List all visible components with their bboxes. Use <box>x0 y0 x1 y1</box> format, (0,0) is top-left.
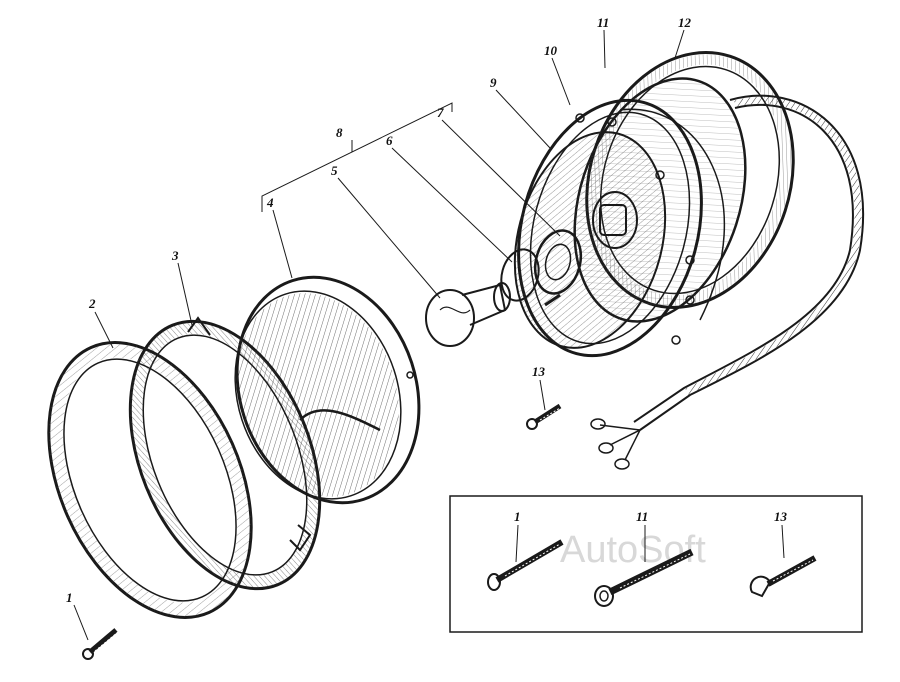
callout-3: 3 <box>171 248 179 263</box>
fastener-inset: AutoSoft 1 11 13 <box>449 495 863 633</box>
callout-6: 6 <box>386 133 393 148</box>
callout-labels: 2 3 4 5 6 7 8 9 10 11 12 13 1 <box>66 15 692 605</box>
inset-label-13: 13 <box>774 509 788 524</box>
callout-4: 4 <box>266 195 274 210</box>
bulb-part-5 <box>425 282 511 347</box>
lens-part-4 <box>234 275 421 505</box>
inset-label-11: 11 <box>636 509 648 524</box>
leader-lines <box>73 29 685 641</box>
callout-2: 2 <box>88 296 96 311</box>
callout-12: 12 <box>678 15 692 30</box>
callout-7: 7 <box>437 105 444 120</box>
bulb-holder-part-7 <box>533 229 583 307</box>
inset-screw-1 <box>487 539 564 591</box>
inset-screw-11 <box>594 548 694 607</box>
spring-ring-part-6 <box>500 248 540 302</box>
callout-10: 10 <box>544 43 558 58</box>
trim-ring-part-2 <box>47 341 253 619</box>
callout-5: 5 <box>331 163 338 178</box>
callout-13: 13 <box>532 364 546 379</box>
wiring-cable <box>590 94 865 470</box>
callout-1: 1 <box>66 590 73 605</box>
inner-rim-part-3 <box>128 316 322 591</box>
callout-9: 9 <box>490 75 497 90</box>
watermark: AutoSoft <box>560 529 706 571</box>
inset-label-1: 1 <box>514 509 521 524</box>
screw-part-1-main <box>82 628 119 660</box>
callout-8: 8 <box>336 125 343 140</box>
screw-part-13-main <box>526 403 562 430</box>
inset-screw-13 <box>749 555 817 598</box>
callout-11: 11 <box>597 15 609 30</box>
